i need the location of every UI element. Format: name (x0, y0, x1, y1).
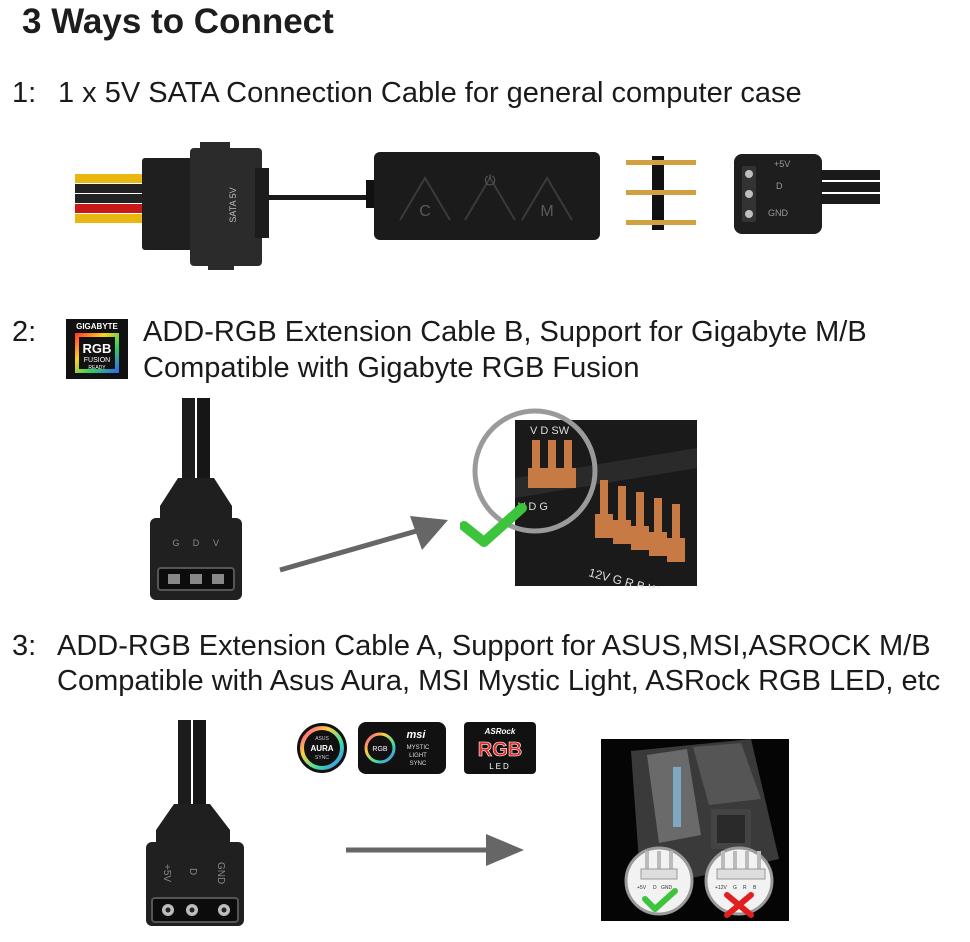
header-correct: +5V D GND (624, 846, 694, 916)
plug-pin-label-5v: +5V (774, 159, 790, 169)
page-title: 3 Ways to Connect (22, 2, 334, 41)
header-left-d: D (653, 885, 657, 891)
msi-mystic-text: MYSTIC (407, 745, 430, 751)
asus-aura-text: AURA (310, 744, 333, 753)
pin-header (626, 156, 696, 230)
header-left-5v: +5V (637, 885, 647, 891)
asrock-rgb-text: RGB (478, 739, 522, 761)
option-1-text: 1 x 5V SATA Connection Cable for general… (58, 77, 802, 109)
connector-b-pin-v: V (213, 538, 219, 548)
option-2-line-1: ADD-RGB Extension Cable B, Support for G… (143, 316, 867, 348)
option-3-arrow-icon (346, 834, 524, 866)
gigabyte-brand-text: GIGABYTE (76, 322, 118, 331)
connector-a-pin-5v: +5V (161, 864, 172, 882)
option-2-number: 2: (12, 316, 37, 348)
sata-power-plug: SATA 5V (142, 142, 269, 270)
sata-cable-illustration: SATA 5V C ⏻ M +5V D GND (75, 142, 880, 270)
header-left-gnd: GND (661, 885, 673, 891)
rgb-3pin-plug: +5V D GND (734, 154, 880, 234)
connector-a-pin-gnd: GND (215, 862, 226, 884)
asrock-led-text: LED (489, 762, 511, 771)
option-3-connector: +5V D GND (146, 720, 244, 926)
option-3-logos: ASUS AURA SYNC RGB msi MYSTIC LIGHT SYNC… (297, 722, 536, 774)
check-icon (460, 503, 527, 547)
plug-pin-label-d: D (776, 181, 783, 191)
msi-brand-text: msi (407, 729, 427, 741)
controller-button-c: C (419, 203, 431, 220)
option-3-line-1: ADD-RGB Extension Cable A, Support for A… (57, 630, 931, 662)
option-3-line-2: Compatible with Asus Aura, MSI Mystic Li… (57, 665, 941, 697)
asrock-brand-text: ASRock (484, 727, 516, 736)
asrock-rgb-led-logo: ASRock RGB LED (464, 722, 536, 774)
plug-pin-label-gnd: GND (768, 208, 789, 218)
msi-rgb-text: RGB (372, 746, 388, 753)
gigabyte-ready-text: READY (88, 365, 106, 371)
sata-label: SATA 5V (228, 187, 238, 222)
connector-b-pin-g: G (172, 538, 179, 548)
option-3-number: 3: (12, 630, 37, 662)
gigabyte-rgb-fusion-logo: GIGABYTE RGB FUSION READY (66, 319, 128, 379)
option-2-arrow-icon (279, 516, 448, 573)
header-wrong: +12V G R B (704, 846, 774, 918)
sata-wires (75, 174, 145, 223)
asus-top-text: ASUS (315, 736, 329, 742)
cross-icon (724, 892, 754, 918)
option-1-number: 1: (12, 77, 37, 109)
header-right-12v: +12V (715, 885, 727, 891)
controller-button-m: M (540, 203, 553, 220)
connector-b-pin-d: D (193, 538, 200, 548)
header-right-b: B (753, 885, 757, 891)
option-2-line-2: Compatible with Gigabyte RGB Fusion (143, 352, 640, 384)
asus-msi-asrock-motherboard: +5V D GND +12V G R B (601, 739, 789, 921)
gigabyte-motherboard-header: V D SW V D G 12V G R B W (460, 408, 697, 588)
msi-sync-text: SYNC (410, 761, 427, 767)
gigabyte-fusion-text: FUSION (84, 357, 110, 364)
power-icon: ⏻ (484, 172, 495, 188)
option-2-connector: G D V (150, 398, 242, 600)
rgb-controller-box: C ⏻ M (366, 152, 600, 240)
asus-sync-text: SYNC (315, 755, 329, 761)
header-right-r: R (743, 885, 747, 891)
connector-a-pin-d: D (187, 868, 198, 875)
msi-mystic-light-logo: RGB msi MYSTIC LIGHT SYNC (358, 722, 446, 774)
check-icon (642, 888, 678, 912)
asus-aura-sync-logo: ASUS AURA SYNC (297, 723, 347, 773)
msi-light-text: LIGHT (409, 753, 427, 759)
board-label-top: V D SW (530, 425, 570, 437)
gigabyte-rgb-text: RGB (83, 341, 112, 356)
header-right-g: G (733, 885, 737, 891)
